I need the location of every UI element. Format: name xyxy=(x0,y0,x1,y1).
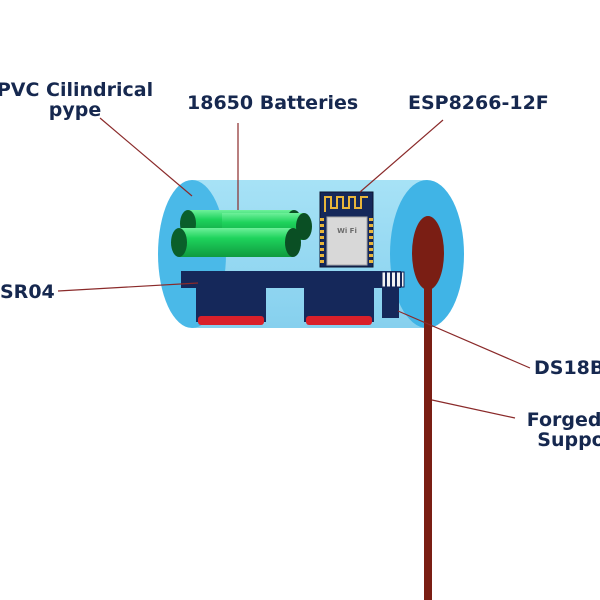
leader-sr04 xyxy=(57,282,199,292)
sr04-crystal xyxy=(382,288,399,318)
support-label: Forged I Suppo xyxy=(516,410,600,450)
sr04-board xyxy=(181,271,401,288)
pvc-label-line2: pype xyxy=(48,99,102,121)
sr04-transducer-right-face xyxy=(306,316,372,325)
batteries-label: 18650 Batteries xyxy=(187,92,359,114)
esp-shield xyxy=(326,216,368,266)
support-label-line1: Forged I xyxy=(526,409,600,431)
temperature-probe xyxy=(412,216,444,600)
battery-middle-right-cap xyxy=(296,213,312,240)
sr04-pins xyxy=(381,271,405,288)
pvc-label: PVC Cilindrical pype xyxy=(0,80,175,120)
support-label-line2: Suppo xyxy=(537,429,600,451)
leader-support xyxy=(431,399,516,419)
esp-antenna-trace xyxy=(324,196,368,212)
esp8266-module: Wi Fi xyxy=(319,191,374,268)
sr04-transducer-left-face xyxy=(198,316,264,325)
esp-label: ESP8266-12F xyxy=(408,92,549,114)
probe-head xyxy=(412,216,444,290)
leader-esp xyxy=(359,119,444,193)
leader-lines xyxy=(57,117,531,419)
batteries xyxy=(171,210,312,257)
battery-front-left-cap xyxy=(171,228,187,257)
battery-front-right-cap xyxy=(285,228,301,257)
sr04-sensor xyxy=(181,271,405,325)
sensor-label: SR04 xyxy=(0,281,55,303)
battery-front xyxy=(179,228,293,257)
leader-pvc xyxy=(99,117,193,197)
leader-ds18b xyxy=(397,310,531,369)
support-rod xyxy=(424,270,432,600)
temp-sensor-label: DS18B xyxy=(534,357,600,379)
esp-wifi-mark: Wi Fi xyxy=(337,227,357,235)
pvc-label-line1: PVC Cilindrical xyxy=(0,79,154,101)
